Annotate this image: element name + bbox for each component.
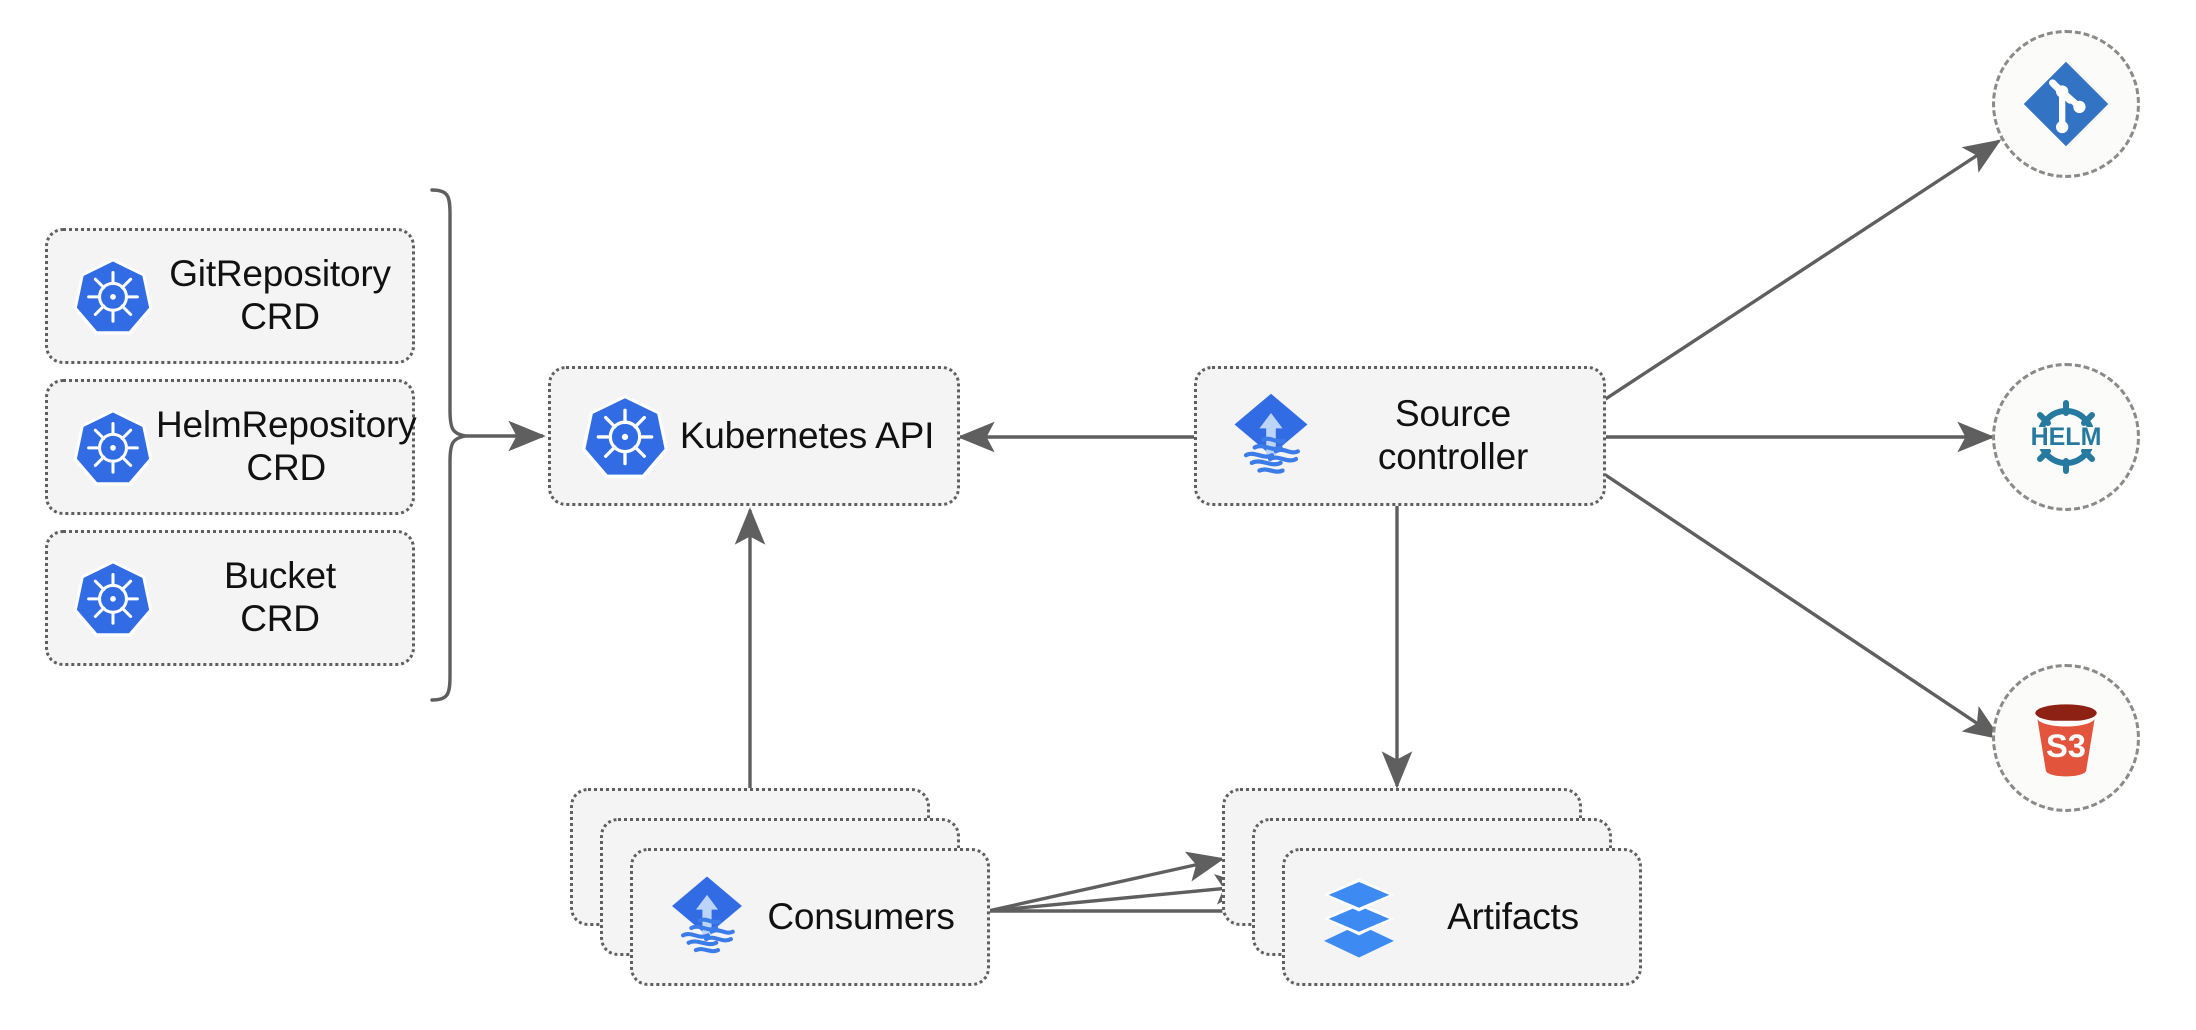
flux-icon [661, 871, 753, 963]
kubernetes-api-label: Kubernetes API [679, 414, 935, 456]
edge-source-controller-to-s3 [1603, 472, 2002, 740]
helm-endpoint-node[interactable]: HELM [1992, 363, 2140, 511]
artifacts-label: Artifacts [1447, 895, 1579, 937]
gitrepository-crd-node[interactable]: GitRepository CRD [45, 228, 415, 364]
gitrepository-crd-label: GitRepository CRD [169, 253, 391, 337]
git-endpoint-node[interactable] [1992, 30, 2140, 178]
crd-bracket [430, 188, 468, 702]
flux-icon [1225, 390, 1317, 482]
layers-icon [1313, 871, 1405, 963]
helm-label: HELM [2031, 423, 2102, 451]
git-icon [2018, 56, 2114, 152]
edge-consumers-to-artifacts-back [987, 851, 1225, 913]
bucket-crd-node[interactable]: Bucket CRD [45, 530, 415, 666]
source-controller-label: Source controller [1377, 393, 1529, 477]
consumers-group[interactable]: Consumers [570, 788, 990, 986]
kubernetes-icon [579, 390, 671, 482]
s3-label: S3 [2046, 727, 2086, 764]
s3-bucket-icon: S3 [2018, 690, 2114, 786]
kubernetes-icon [70, 253, 156, 339]
kubernetes-api-node[interactable]: Kubernetes API [548, 366, 960, 506]
source-controller-node[interactable]: Source controller [1194, 366, 1606, 506]
helmrepository-crd-node[interactable]: HelmRepository CRD [45, 379, 417, 515]
helmrepository-crd-label: HelmRepository CRD [156, 404, 417, 488]
bucket-crd-label: Bucket CRD [224, 555, 336, 639]
artifacts-group[interactable]: Artifacts [1222, 788, 1642, 986]
kubernetes-icon [70, 404, 156, 490]
helm-icon: HELM [2016, 387, 2116, 487]
artifacts-card-front[interactable]: Artifacts [1282, 848, 1642, 986]
s3-endpoint-node[interactable]: S3 [1992, 664, 2140, 812]
kubernetes-icon [70, 555, 156, 641]
edge-source-controller-to-git [1603, 139, 2002, 402]
consumers-card-front[interactable]: Consumers [630, 848, 990, 986]
consumers-label: Consumers [767, 895, 955, 937]
edge-consumers-to-artifacts-middle [987, 874, 1253, 913]
